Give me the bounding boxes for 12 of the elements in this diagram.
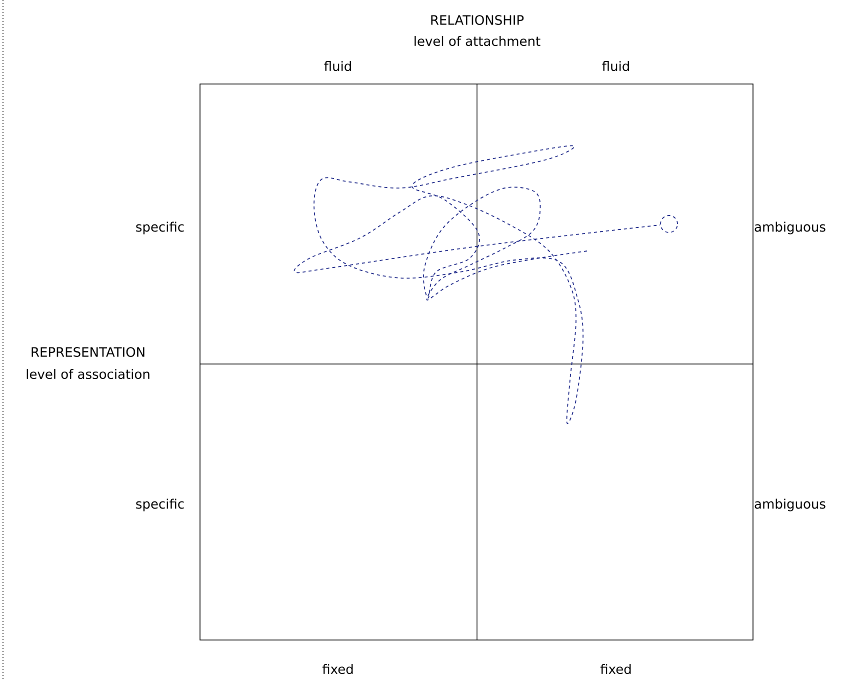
axis-label: fluid [602,60,629,72]
axis-subtitle: level of attachment [414,36,540,46]
axis-label: fixed [322,664,353,674]
axis-label: ambiguous [754,498,826,512]
axis-label: specific [136,222,184,234]
axis-title: REPRESENTATION [32,347,144,357]
axis-label: ambiguous [754,222,826,234]
axis-title: RELATIONSHIP [431,15,524,25]
axis-label: fluid [324,60,351,72]
axis-subtitle: level of association [26,368,150,380]
axis-label: fixed [600,664,631,674]
axis-label: specific [136,498,184,512]
